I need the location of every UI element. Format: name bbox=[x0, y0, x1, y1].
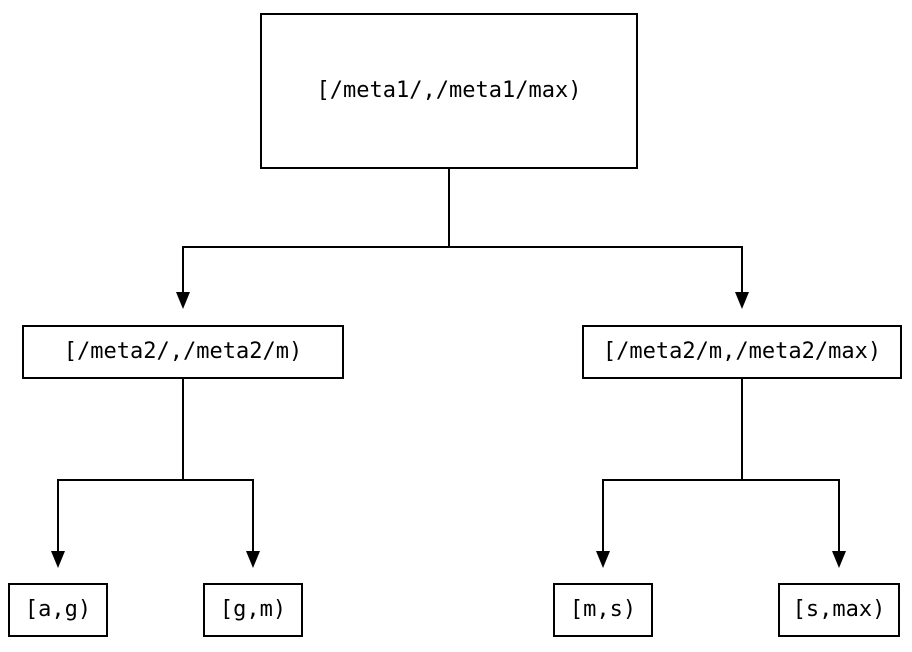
node-root: [/meta1/,/meta1/max) bbox=[260, 13, 638, 169]
node-meta2-left-label: [/meta2/,/meta2/m) bbox=[63, 339, 303, 364]
node-leaf-gm-label: [g,m) bbox=[219, 597, 287, 622]
arrow-down-icon bbox=[596, 551, 610, 568]
node-meta2-left: [/meta2/,/meta2/m) bbox=[22, 325, 344, 379]
node-meta2-right: [/meta2/m,/meta2/max) bbox=[582, 325, 902, 379]
node-leaf-smax: [s,max) bbox=[778, 583, 900, 637]
node-root-label: [/meta1/,/meta1/max) bbox=[316, 78, 582, 103]
arrow-down-icon bbox=[51, 551, 65, 568]
node-leaf-ag-label: [a,g) bbox=[24, 597, 92, 622]
node-leaf-smax-label: [s,max) bbox=[792, 597, 886, 622]
node-leaf-ms-label: [m,s) bbox=[569, 597, 637, 622]
arrow-down-icon bbox=[832, 551, 846, 568]
arrow-down-icon bbox=[735, 292, 749, 309]
node-leaf-ms: [m,s) bbox=[553, 583, 653, 637]
node-meta2-right-label: [/meta2/m,/meta2/max) bbox=[602, 339, 882, 364]
arrow-down-icon bbox=[246, 551, 260, 568]
node-leaf-gm: [g,m) bbox=[203, 583, 303, 637]
arrow-down-icon bbox=[176, 292, 190, 309]
node-leaf-ag: [a,g) bbox=[8, 583, 108, 637]
